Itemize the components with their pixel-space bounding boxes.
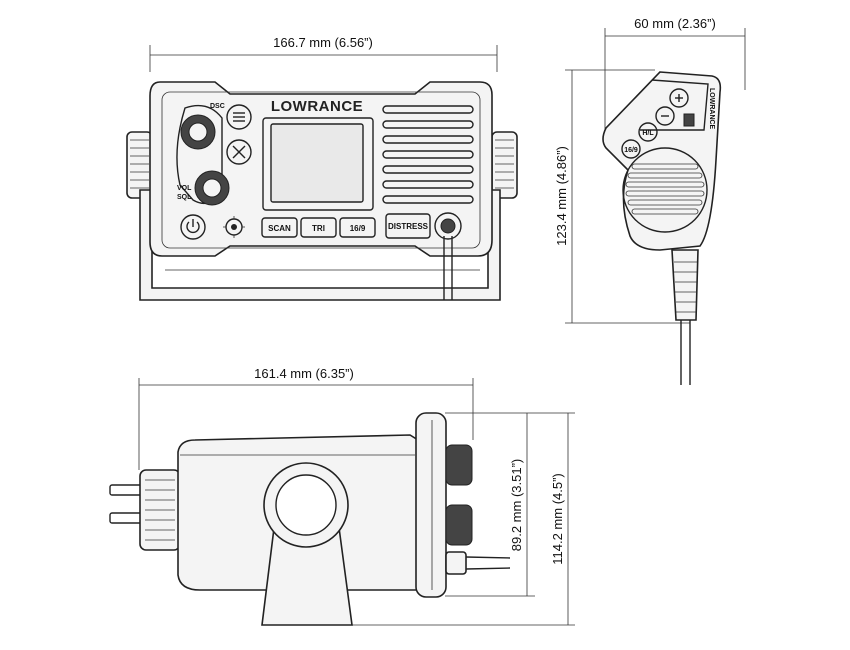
channel-16-9-button[interactable] [339,217,376,238]
mic-width-label: 60 mm (2.36”) [634,16,716,31]
close-icon [232,145,246,159]
mic-jack-plug [440,218,456,234]
mic-minus-button[interactable] [655,106,675,126]
channel-16-9-label: 16/9 [350,224,366,233]
distress-button[interactable] [385,213,431,239]
side-total-height-label: 114.2 mm (4.5”) [550,473,565,565]
scan-button[interactable] [261,217,298,238]
mic-body [602,71,722,251]
side-volume-knob[interactable] [445,504,473,546]
tri-button-label: TRI [312,224,325,233]
mic-cable [680,320,691,385]
volume-knob-center [202,178,222,198]
menu-button[interactable] [226,104,252,130]
side-inner-height-label: 89.2 mm (3.51”) [509,459,524,551]
rear-cables [109,469,181,551]
display-bezel [262,117,374,211]
side-mic-cable [465,556,511,570]
power-icon [186,219,200,234]
mic-hl-label: H/L [642,130,654,137]
mic-cable-front [443,236,453,300]
power-button[interactable] [180,214,206,240]
menu-icon [233,112,245,122]
side-channel-knob[interactable] [445,444,473,486]
mic-jack [434,212,462,240]
vol-label: VOL [177,185,192,192]
mic-height-label: 123.4 mm (4.86”) [554,146,569,246]
plus-icon [675,94,683,102]
side-mic-plug [445,551,467,575]
dsc-label: DSC [210,103,225,110]
side-length-label: 161.4 mm (6.35”) [254,366,354,381]
mic-strain-relief [671,249,699,321]
radio-brand-logo: LOWRANCE [271,98,363,115]
mic-speaker-grille [625,163,705,215]
mic-top-panel [640,79,709,131]
radio-faceplate [161,91,481,249]
side-view: 161.4 mm (6.35”) 89.2 mm (3.51”) 114.2 m… [109,366,575,626]
knob-ridges-left [130,139,149,189]
sun-icon [223,216,245,238]
mic-view: 60 mm (2.36”) 123.4 mm (4.86”) LOWRANCE … [554,16,746,385]
front-view: 166.7 mm (6.56”) LOWRANCE [126,35,518,301]
mic-plus-button[interactable] [669,88,689,108]
front-width-label: 166.7 mm (6.56”) [273,35,373,50]
tri-button[interactable] [300,217,337,238]
channel-knob-center [188,122,208,142]
mic-indicator [683,113,695,127]
side-front-bezel [415,412,447,598]
speaker-grille [382,105,474,204]
mic-hl-button[interactable] [638,122,658,142]
distress-button-label: DISTRESS [388,222,429,231]
strain-relief-ribs [674,261,697,313]
cancel-button[interactable] [226,139,252,165]
mic-16-9-button[interactable] [621,139,641,159]
side-knob-face [275,474,337,536]
knob-ridges-right [495,139,514,189]
sql-label: SQL [177,194,192,201]
lcd-screen [270,123,364,203]
mic-speaker-ring [622,147,708,233]
mic-brand-logo: LOWRANCE [708,88,715,130]
mic-16-9-label: 16/9 [624,147,638,154]
scan-button-label: SCAN [268,224,291,233]
